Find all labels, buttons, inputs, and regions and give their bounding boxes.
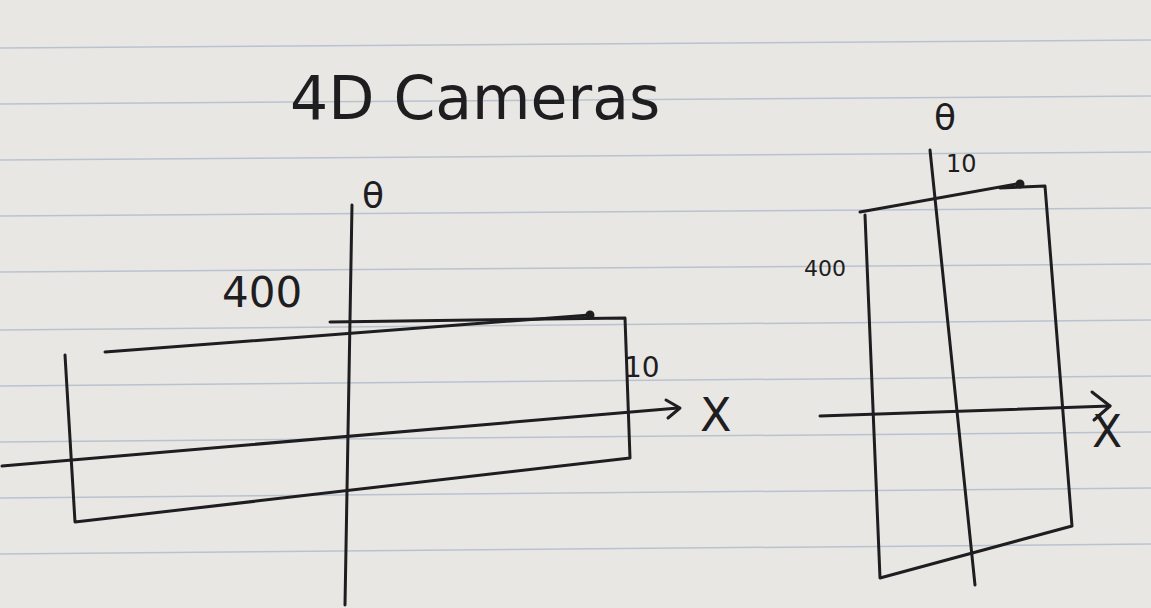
ruled-lines [0, 40, 1151, 554]
right-plot [820, 150, 1110, 585]
axis-label: θ [362, 178, 384, 214]
axis-label: X [1092, 410, 1122, 454]
axis-label: θ [934, 100, 956, 136]
axis-label: X [700, 392, 732, 438]
page-title: 4D Cameras [290, 68, 660, 128]
dimension-label: 400 [222, 272, 302, 314]
dimension-label: 400 [804, 258, 846, 280]
dimension-label: 10 [624, 354, 660, 382]
dimension-label: 10 [946, 152, 977, 176]
left-plot [2, 205, 680, 605]
